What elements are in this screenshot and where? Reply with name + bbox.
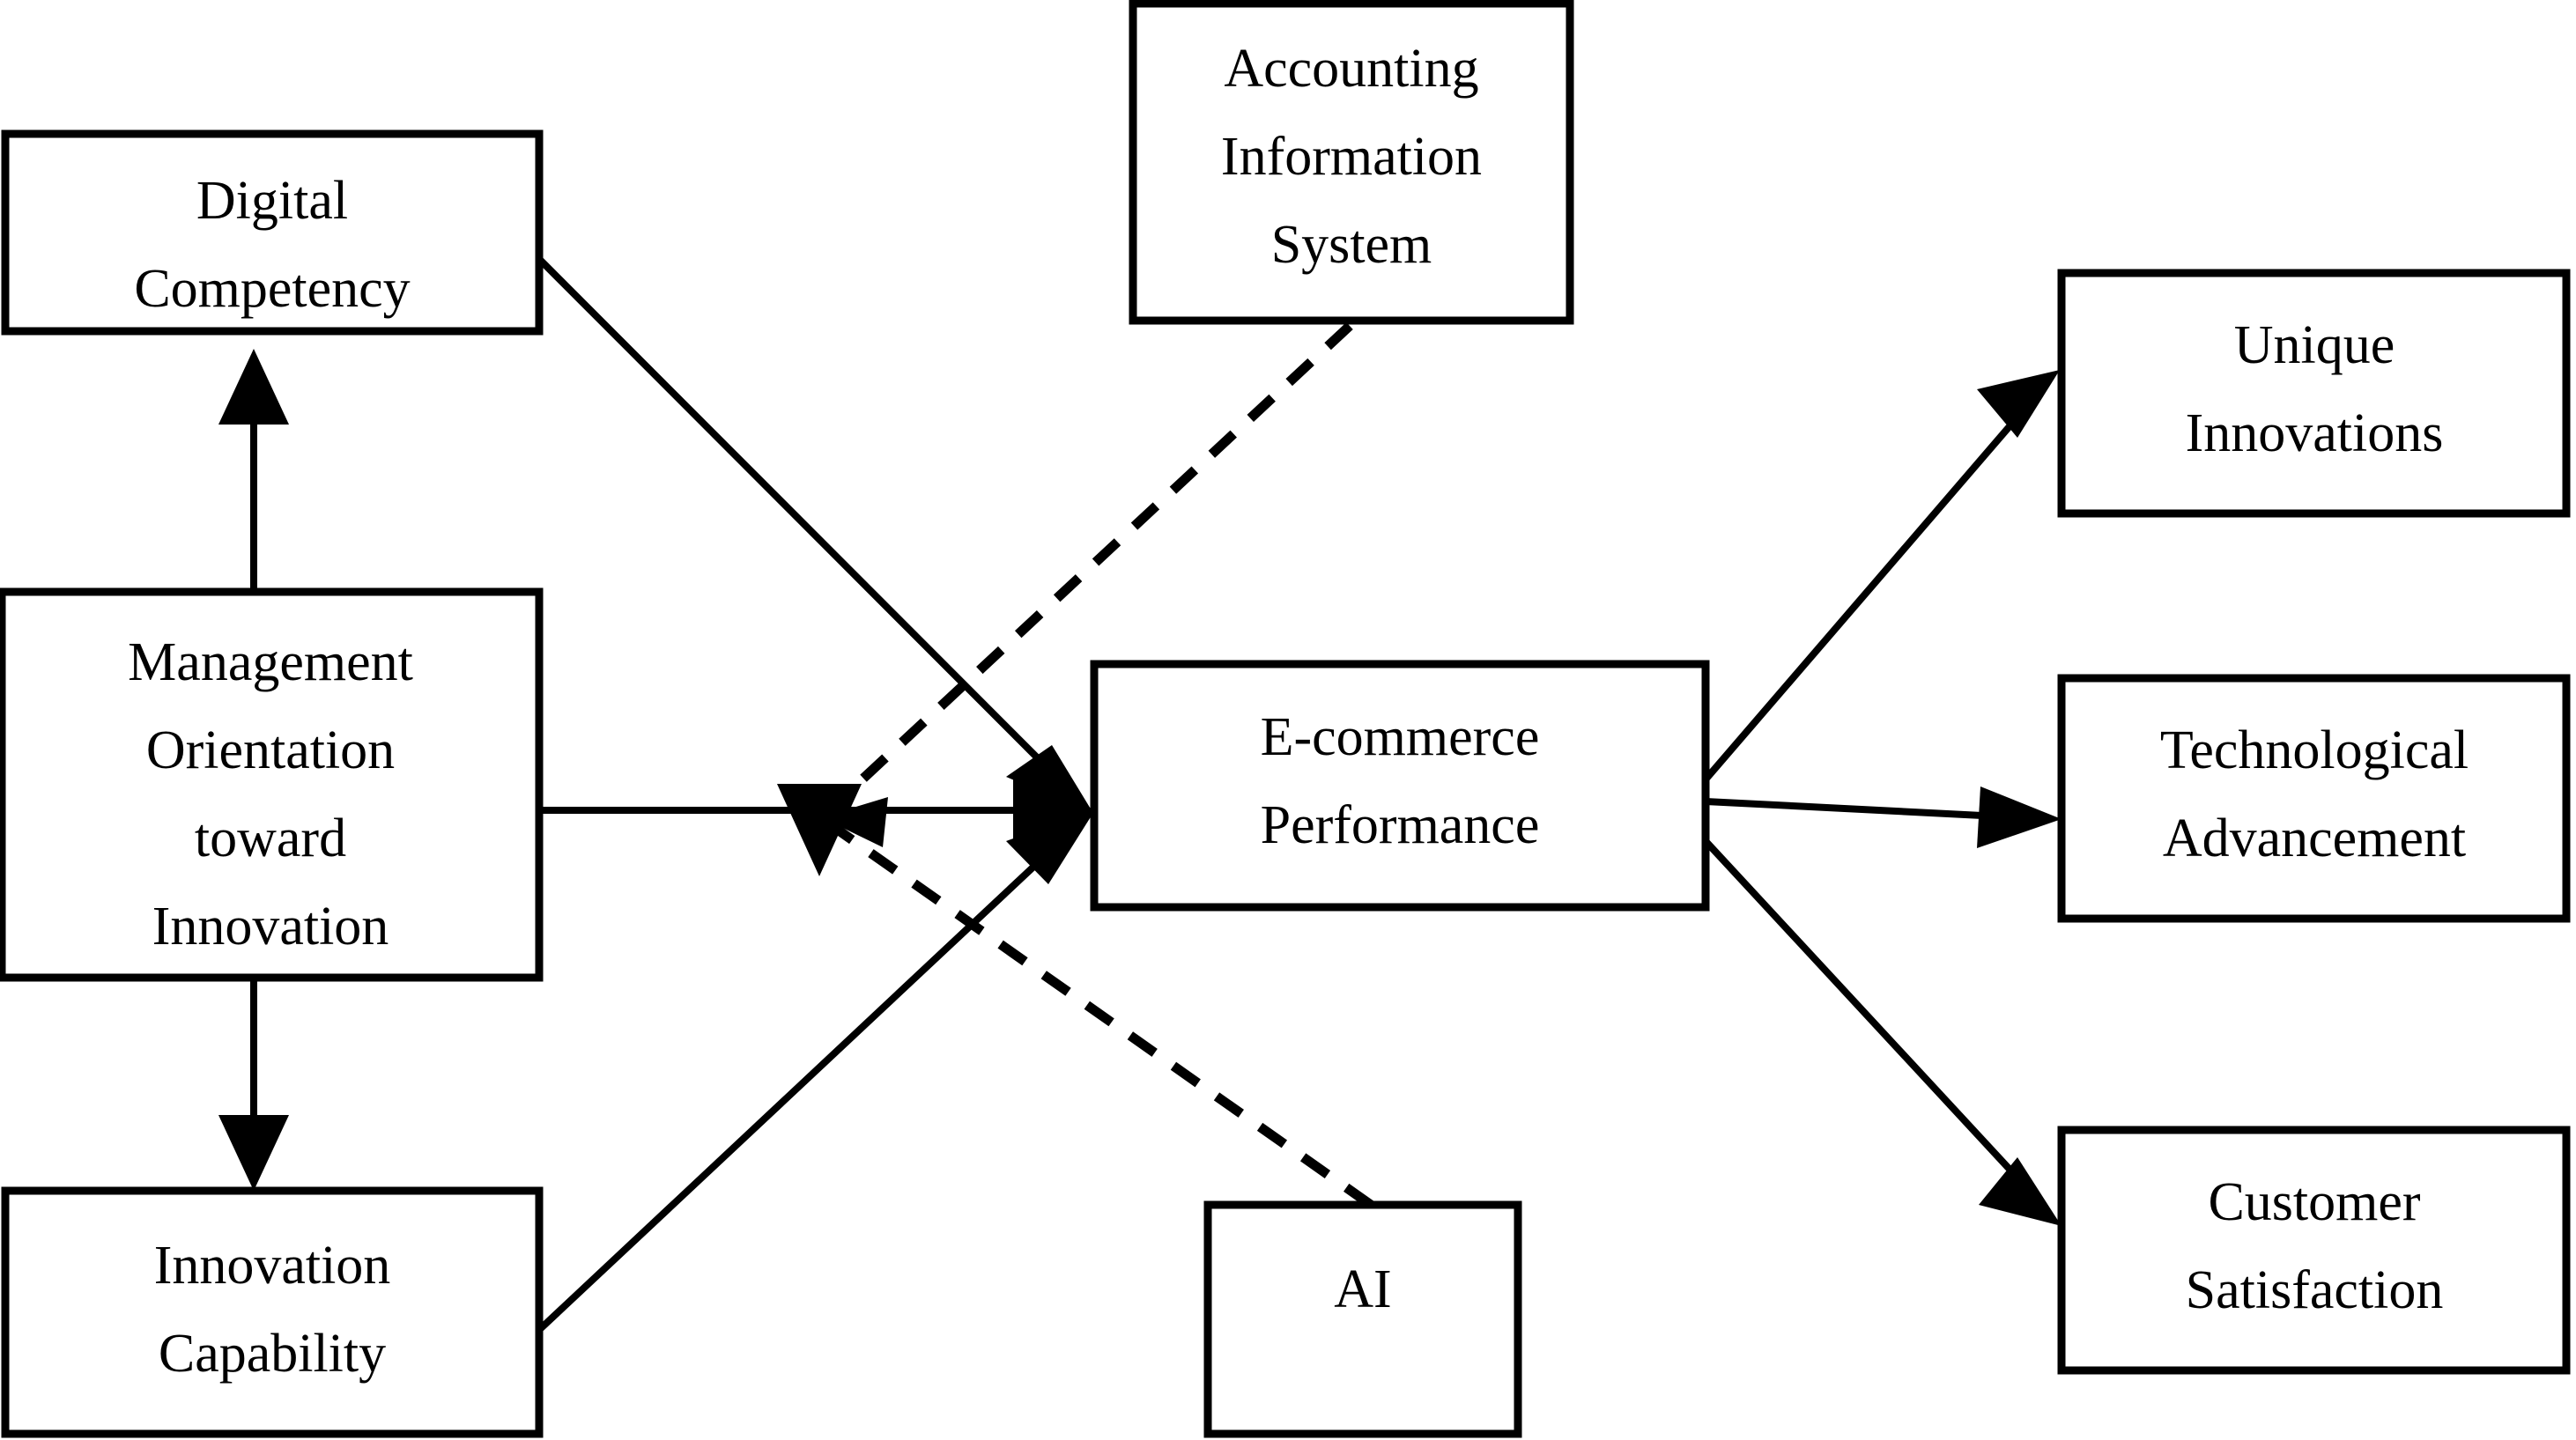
node-box[interactable]	[1203, 1200, 1522, 1438]
node-label-line-1: Innovation	[154, 1236, 391, 1296]
arrow-head-icon	[218, 349, 289, 425]
edge-moi-to-digital-competency	[218, 349, 289, 592]
node-box[interactable]	[1090, 660, 1710, 912]
arrow-head-icon	[1977, 786, 2062, 848]
node-ai[interactable]: AI	[1203, 1200, 1522, 1438]
node-customer-satisfaction[interactable]: Customer Satisfaction	[2057, 1126, 2571, 1375]
edge-ecommerce-to-technological-advancement	[1705, 786, 2062, 848]
node-accounting-information-system[interactable]: Accounting Information System	[1129, 0, 1574, 325]
node-label-line-3: toward	[195, 809, 346, 868]
node-label-line-2: Orientation	[146, 720, 395, 780]
node-box[interactable]	[1, 129, 544, 336]
edge-ecommerce-to-customer-satisfaction	[1703, 838, 2062, 1226]
arrow-head-icon	[1977, 370, 2060, 438]
arrow-head-icon	[1006, 745, 1094, 815]
node-digital-competency[interactable]: Digital Competency	[1, 129, 544, 336]
node-label-line-3: System	[1271, 215, 1432, 275]
node-label-line-2: Advancement	[2163, 809, 2466, 868]
node-label-line-1: E-commerce	[1261, 707, 1540, 767]
edge-line-dashed	[829, 822, 1374, 1209]
node-box[interactable]	[2057, 269, 2571, 518]
node-ecommerce-performance[interactable]: E-commerce Performance	[1090, 660, 1710, 912]
node-label-line-1: Accounting	[1224, 39, 1478, 99]
node-label-line-1: Unique	[2234, 315, 2395, 375]
node-label-line-2: Performance	[1261, 795, 1540, 855]
node-box[interactable]	[2057, 674, 2571, 923]
node-label-line-1: Digital	[196, 171, 348, 231]
edge-line	[1705, 798, 2018, 821]
node-label-line-2: Innovations	[2186, 403, 2444, 463]
node-label-line-2: Competency	[134, 259, 410, 319]
edge-line-dashed	[851, 321, 1353, 791]
node-management-orientation[interactable]: Management Orientation toward Innovation	[0, 587, 544, 982]
node-label-line-4: Innovation	[152, 897, 389, 956]
arrow-head-icon	[1006, 809, 1096, 884]
edge-ecommerce-to-unique-innovations	[1702, 370, 2060, 782]
node-box[interactable]	[1, 1186, 544, 1438]
edge-line	[537, 829, 1074, 1333]
arrow-head-icon	[777, 784, 862, 876]
node-label-line-2: Information	[1221, 127, 1482, 187]
node-label-line-1: Management	[128, 632, 413, 692]
edge-innovation-capability-to-ecommerce	[537, 809, 1096, 1333]
node-technological-advancement[interactable]: Technological Advancement	[2057, 674, 2571, 923]
edge-ais-moderator	[821, 321, 1353, 847]
node-label-line-1: Customer	[2208, 1172, 2420, 1232]
node-innovation-capability[interactable]: Innovation Capability	[1, 1186, 544, 1438]
arrow-head-icon	[1013, 779, 1097, 841]
node-label-line-2: Satisfaction	[2186, 1260, 2444, 1320]
edge-line	[537, 256, 1073, 794]
edge-ai-moderator	[829, 822, 1374, 1209]
node-label-line-1: AI	[1334, 1259, 1391, 1319]
edge-line	[1703, 838, 2029, 1190]
node-label-line-2: Capability	[159, 1324, 386, 1384]
arrow-head-icon	[821, 797, 888, 847]
edge-line	[1702, 404, 2030, 782]
arrow-head-icon	[218, 1115, 289, 1191]
node-label-line-1: Technological	[2160, 720, 2469, 780]
arrow-head-icon	[1979, 1157, 2062, 1226]
edge-moi-to-innovation-capability	[218, 978, 289, 1191]
node-box[interactable]	[0, 587, 544, 982]
node-unique-innovations[interactable]: Unique Innovations	[2057, 269, 2571, 518]
edge-digital-competency-to-ecommerce	[537, 256, 1094, 815]
node-box[interactable]	[1129, 0, 1574, 325]
node-box[interactable]	[2057, 1126, 2571, 1375]
moderator-arrow-head-group	[777, 784, 862, 876]
